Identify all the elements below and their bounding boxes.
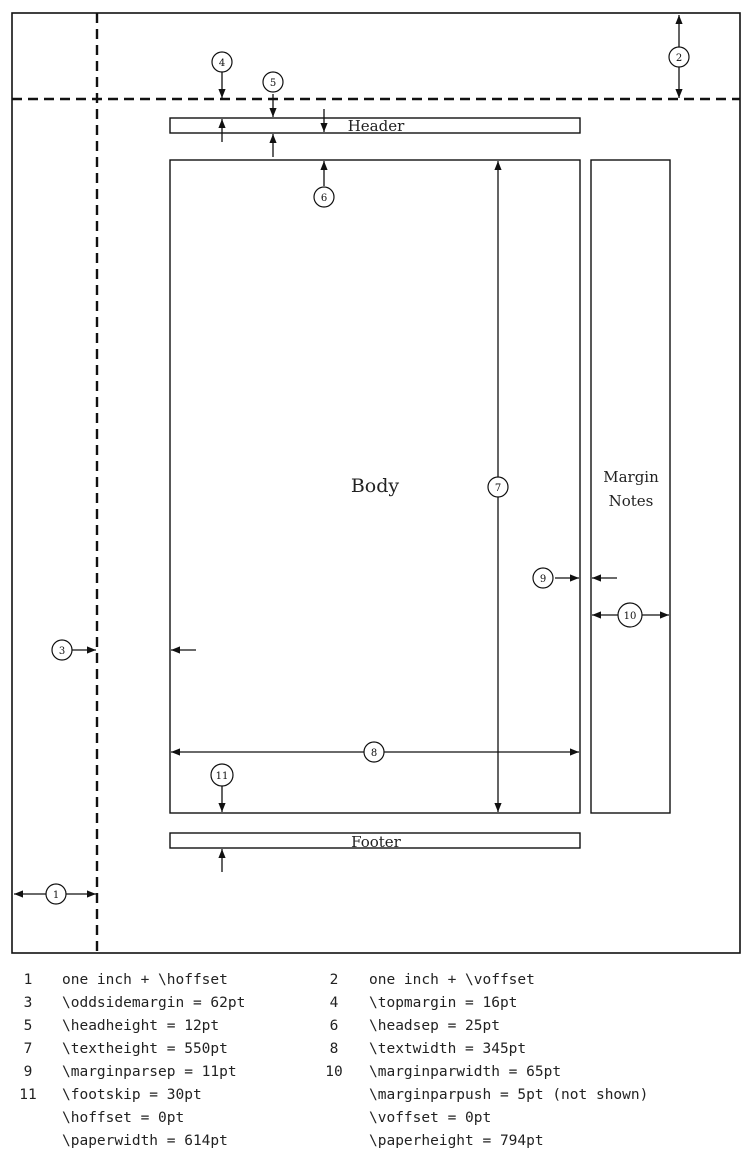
legend-text: \headsep = 25pt: [369, 1018, 500, 1034]
paper-outline: [11, 12, 741, 954]
legend-text: one inch + \voffset: [369, 972, 535, 988]
legend-text: \paperwidth = 614pt: [62, 1133, 228, 1149]
margin-notes-label-line1: Margin: [603, 468, 659, 486]
legend-number: 2: [329, 972, 339, 988]
marker-6: 6: [313, 186, 335, 208]
legend-text: \oddsidemargin = 62pt: [62, 995, 246, 1011]
legend-number: 3: [23, 995, 33, 1011]
svg-text:7: 7: [495, 483, 501, 494]
body-label: Body: [351, 475, 400, 497]
marker-4: 4: [211, 51, 233, 73]
marker-5: 5: [262, 71, 284, 93]
marker-2: 2: [668, 46, 690, 68]
legend-text: \marginparsep = 11pt: [62, 1064, 237, 1080]
legend-text: \topmargin = 16pt: [369, 995, 518, 1011]
margin-notes-box: [590, 159, 671, 814]
svg-text:3: 3: [59, 646, 65, 657]
legend-text: \marginparpush = 5pt (not shown): [369, 1087, 649, 1103]
legend-text: \paperheight = 794pt: [369, 1133, 544, 1149]
svg-text:2: 2: [676, 53, 682, 64]
legend-number: 9: [23, 1064, 33, 1080]
body-box: [169, 159, 581, 814]
legend-number: 5: [23, 1018, 33, 1034]
footer-label: Footer: [351, 833, 402, 851]
svg-text:1: 1: [53, 890, 59, 901]
legend-row: \paperwidth = 614pt \paperheight = 794pt: [0, 1133, 756, 1156]
legend-text: one inch + \hoffset: [62, 972, 228, 988]
legend-number: 1: [23, 972, 33, 988]
legend-number: 8: [329, 1041, 339, 1057]
legend-row: 3 \oddsidemargin = 62pt 4 \topmargin = 1…: [0, 995, 756, 1018]
footer-box: [169, 832, 581, 849]
marker-11: 11: [210, 763, 234, 787]
header-box: [169, 117, 581, 134]
marker-8: 8: [363, 741, 385, 763]
legend-row: 7 \textheight = 550pt 8 \textwidth = 345…: [0, 1041, 756, 1064]
legend-row: 1 one inch + \hoffset 2 one inch + \voff…: [0, 972, 756, 995]
legend-text: \textwidth = 345pt: [369, 1041, 527, 1057]
legend-text: \textheight = 550pt: [62, 1041, 228, 1057]
marker-7: 7: [487, 476, 509, 498]
marker-9: 9: [532, 567, 554, 589]
page-layout-diagram: Header Body Margin Notes Footer: [11, 12, 741, 954]
legend-number: 10: [325, 1064, 343, 1080]
marker-10: 10: [617, 602, 643, 628]
svg-text:5: 5: [270, 78, 276, 89]
svg-text:9: 9: [540, 574, 546, 585]
legend-text: \headheight = 12pt: [62, 1018, 220, 1034]
svg-text:8: 8: [371, 748, 377, 759]
legend-text: \voffset = 0pt: [369, 1110, 492, 1126]
legend-row: 9 \marginparsep = 11pt 10 \marginparwidt…: [0, 1064, 756, 1087]
marker-3: 3: [51, 639, 73, 661]
svg-text:4: 4: [219, 58, 225, 69]
margin-notes-label-line2: Notes: [609, 492, 654, 510]
legend-row: \hoffset = 0pt \voffset = 0pt: [0, 1110, 756, 1133]
legend-text: \footskip = 30pt: [62, 1087, 202, 1103]
legend-text: \marginparwidth = 65pt: [369, 1064, 562, 1080]
header-label: Header: [348, 117, 405, 135]
legend-text: \hoffset = 0pt: [62, 1110, 185, 1126]
legend-number: 4: [329, 995, 339, 1011]
legend-number: 7: [23, 1041, 33, 1057]
svg-text:6: 6: [321, 193, 327, 204]
legend-row: 11 \footskip = 30pt \marginparpush = 5pt…: [0, 1087, 756, 1110]
legend-number: 11: [19, 1087, 37, 1103]
svg-text:10: 10: [624, 611, 637, 622]
legend-number: 6: [329, 1018, 339, 1034]
svg-text:11: 11: [216, 771, 229, 782]
legend-row: 5 \headheight = 12pt 6 \headsep = 25pt: [0, 1018, 756, 1041]
marker-1: 1: [45, 883, 67, 905]
